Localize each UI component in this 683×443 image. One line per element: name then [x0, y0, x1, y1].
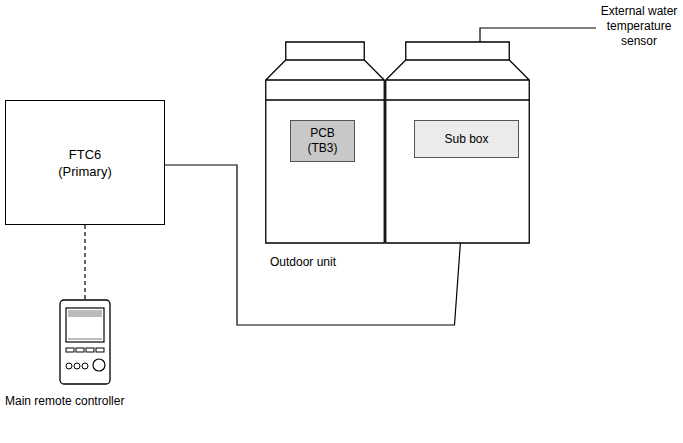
node-label: Main remote controller [5, 394, 124, 409]
node-label: Sub box [444, 132, 488, 147]
sensor-label: External water temperature sensor [600, 4, 678, 49]
sub-box: Sub box [414, 120, 519, 158]
node-label: Outdoor unit [270, 255, 336, 270]
remote-controller-icon [5, 298, 140, 386]
pcb-box: PCB (TB3) [290, 120, 355, 162]
controller-box: FTC6 (Primary) [5, 100, 165, 225]
node-label: PCB (TB3) [298, 126, 348, 156]
dashed-connector [84, 225, 85, 300]
remote-controller: Main remote controller [5, 298, 140, 413]
outdoor-unit: Outdoor unitPCB (TB3)Sub box [265, 40, 530, 245]
node-label: FTC6 (Primary) [55, 146, 115, 180]
